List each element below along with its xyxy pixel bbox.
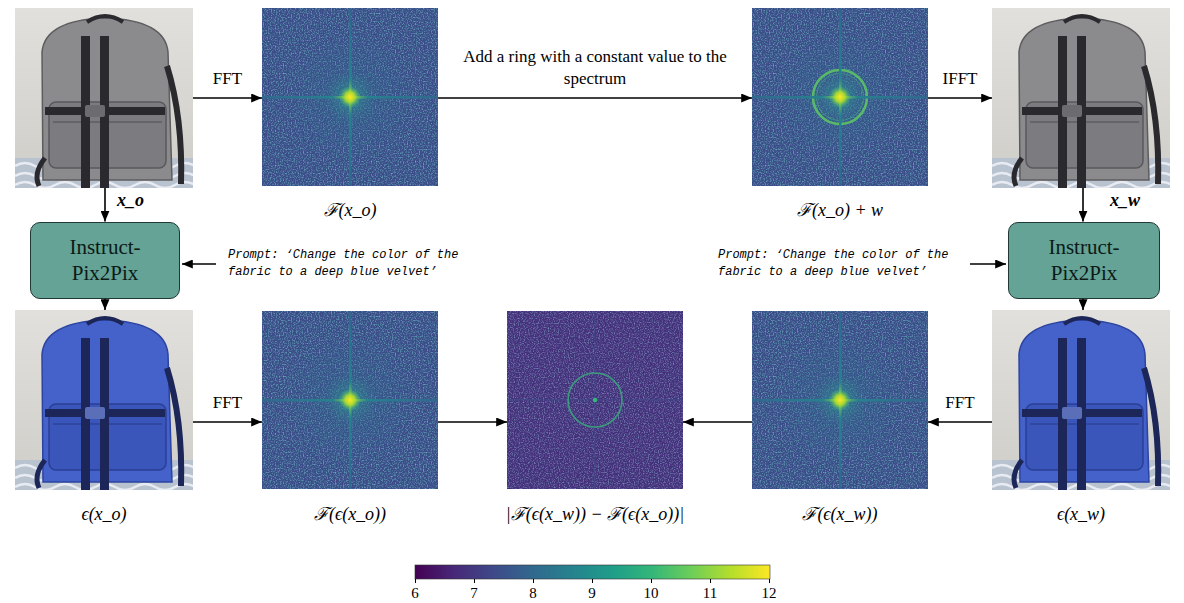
spectrum-image [262,311,438,489]
image-panel: ℱ(ϵ(x_w)) [752,311,928,489]
image-panel: ℱ(x_o) + w [752,8,928,186]
colorbar-ticks [416,579,770,583]
image-caption: |ℱ(ϵ(x_w)) − ℱ(ϵ(x_o))| [506,504,684,526]
edge-label: FFT [210,68,245,90]
box-label: Instruct-Pix2Pix [1009,228,1159,293]
colorbar-tick-label: 10 [644,585,659,602]
colorbar-tick-label: 12 [762,585,777,602]
spectrum-image [752,8,928,186]
flow-arrow [193,97,262,99]
image-panel: ℱ(ϵ(x_o)) [262,311,438,489]
flow-arrow [1082,299,1084,311]
image-panel: |ℱ(ϵ(x_w)) − ℱ(ϵ(x_o))| [507,311,683,489]
image-caption: ℱ(ϵ(x_o)) [314,504,386,526]
image-panel: x_w [992,8,1170,188]
edge-label: FFT [942,392,977,414]
colorbar-tick-label: 11 [703,585,717,602]
image-caption: ℱ(x_o) + w [797,200,883,222]
prompt-text: Prompt: ‘Change the color of the fabric … [228,247,476,282]
image-caption: ℱ(ϵ(x_w)) [802,504,877,526]
edge-label: Add a ring with a constant value to the … [447,46,743,90]
image-caption: x_w [1110,190,1140,212]
flow-arrow [928,421,992,423]
spectrum-image [752,311,928,489]
image-caption: x_o [117,190,144,212]
colorbar-tick-label: 9 [588,585,596,602]
flow-arrow [104,188,106,222]
image-caption: ϵ(x_o) [81,504,126,526]
image-panel: ℱ(x_o) [262,8,438,186]
prompt-arrow [182,263,216,265]
flow-arrow [683,421,752,423]
process-box: Instruct-Pix2Pix [30,222,180,299]
flow-arrow [928,97,992,99]
flow-arrow [193,421,262,423]
backpack-photo [992,310,1170,490]
flow-arrow [438,97,752,99]
spectrum-image [262,8,438,186]
prompt-arrow [970,263,1006,265]
flow-arrow [104,299,106,311]
box-label: Instruct-Pix2Pix [31,228,179,293]
flow-arrow [1082,188,1084,222]
prompt-text: Prompt: ‘Change the color of the fabric … [718,247,966,282]
backpack-photo [15,8,193,188]
colorbar-tick-label: 7 [470,585,478,602]
image-caption: ϵ(x_w) [1057,504,1105,526]
process-box: Instruct-Pix2Pix [1008,222,1160,299]
colorbar-tick-label: 6 [411,585,419,602]
colorbar [415,565,770,579]
backpack-photo [15,310,193,490]
image-caption: ℱ(x_o) [324,200,377,222]
image-panel: x_o [15,8,193,188]
edge-label: IFFT [940,68,981,90]
backpack-photo [992,8,1170,188]
flow-arrow [438,421,507,423]
edge-label: FFT [210,392,245,414]
spectrum-image [507,311,683,489]
image-panel: ϵ(x_o) [15,310,193,490]
image-panel: ϵ(x_w) [992,310,1170,490]
colorbar-tick-label: 8 [529,585,537,602]
